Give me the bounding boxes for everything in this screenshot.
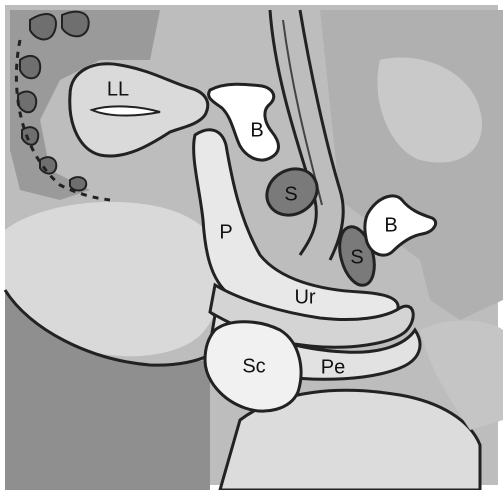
bowel-segment: [18, 92, 36, 113]
label-b-right: B: [384, 214, 397, 236]
label-ur: Ur: [294, 286, 315, 308]
bowel-segment: [40, 157, 56, 173]
bowel-segment: [20, 56, 40, 78]
label-b-upper: B: [250, 119, 263, 141]
bowel-segment: [62, 12, 89, 37]
bowel-segment: [30, 14, 56, 39]
label-s-right: S: [350, 246, 363, 268]
label-p: P: [219, 221, 232, 243]
bowel-segment: [22, 127, 38, 145]
label-s-upper: S: [284, 183, 297, 205]
label-ll: LL: [107, 78, 129, 100]
label-pe: Pe: [321, 356, 345, 378]
label-sc: Sc: [242, 355, 265, 377]
bowel-segment: [70, 177, 86, 190]
